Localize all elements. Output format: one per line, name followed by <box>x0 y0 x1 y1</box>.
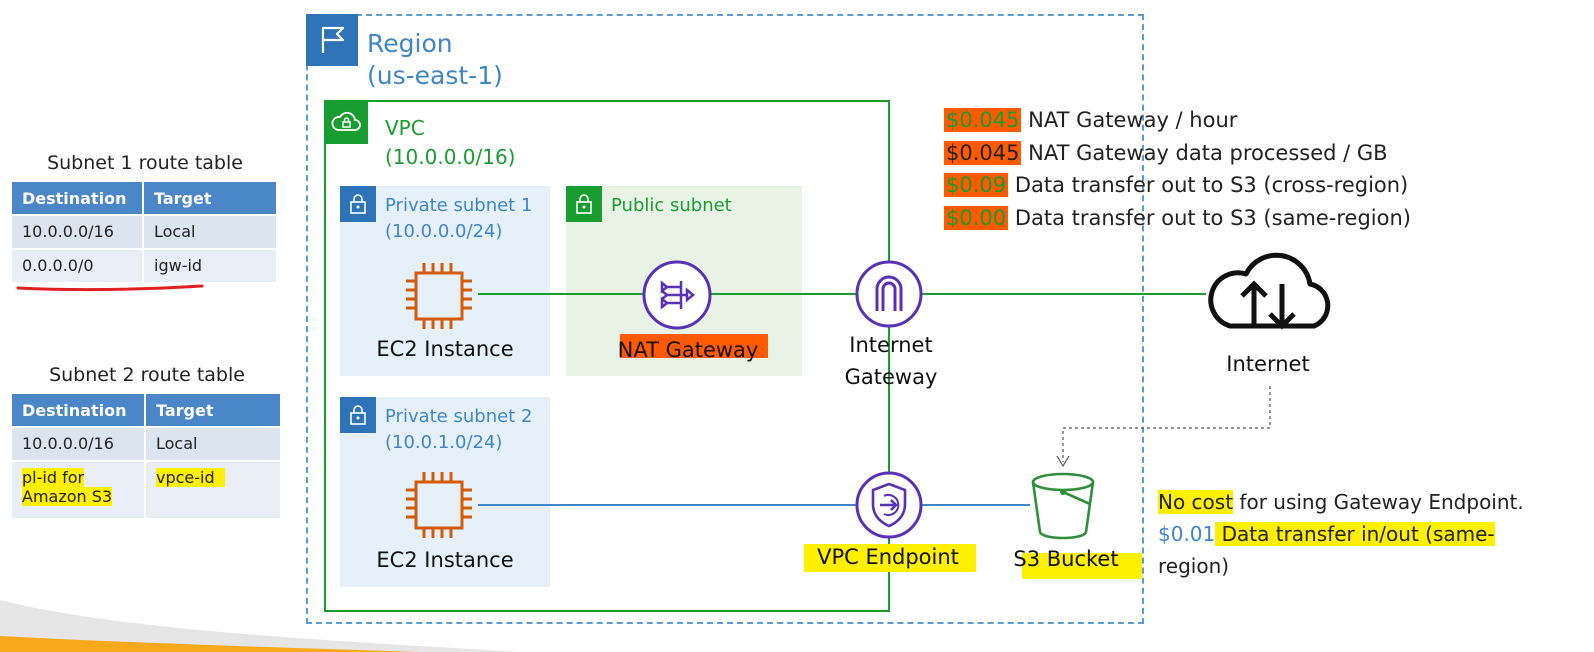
vpc-cloud-icon <box>324 100 368 144</box>
nat-gateway-icon <box>642 260 712 330</box>
ec2-chip-icon <box>406 472 472 538</box>
flag-icon <box>306 14 358 66</box>
region-boundary <box>306 14 1144 624</box>
cost-price: $0.045 <box>944 108 1022 132</box>
column-header: Target <box>144 182 276 214</box>
table-cell: igw-id <box>144 250 276 282</box>
red-underline <box>16 284 204 292</box>
table-cell: 0.0.0.0/0 <box>12 250 142 282</box>
nat-cost-list: $0.045 NAT Gateway / hour $0.045 NAT Gat… <box>944 104 1411 234</box>
table-row: pl-id for Amazon S3 vpce-id <box>12 462 280 518</box>
cost-label: Data transfer out to S3 (cross-region) <box>1014 173 1409 197</box>
column-header: Target <box>146 394 280 426</box>
column-header: Destination <box>12 182 142 214</box>
endpoint-note-text: Data transfer in/out (same- <box>1215 522 1495 546</box>
cost-price: $0.09 <box>944 173 1009 197</box>
internet-cloud-icon <box>1208 252 1331 330</box>
vpc-title: VPC <box>385 116 425 140</box>
internet-gateway-label: Internet Gateway <box>844 333 938 389</box>
private-subnet-1-label: Private subnet 1 (10.0.0.0/24) <box>385 193 532 245</box>
cost-price: $0.045 <box>944 140 1022 165</box>
s3-bucket-highlight <box>1022 553 1142 579</box>
lock-icon <box>340 397 376 433</box>
endpoint-cost-notes: No cost for using Gateway Endpoint. $0.0… <box>1158 486 1588 582</box>
vpc-cidr: (10.0.0.0/16) <box>385 145 516 169</box>
cost-price: $0.00 <box>944 205 1009 230</box>
private-subnet-2-title: Private subnet 2 <box>385 406 533 427</box>
cost-label: Data transfer out to S3 (same-region) <box>1014 205 1411 230</box>
table-cell: 10.0.0.0/16 <box>12 216 142 248</box>
column-header: Destination <box>12 394 144 426</box>
nat-gateway-label: NAT Gateway <box>617 338 759 362</box>
cost-line: $0.09 Data transfer out to S3 (cross-reg… <box>944 169 1411 202</box>
endpoint-note-line: No cost for using Gateway Endpoint. <box>1158 486 1588 518</box>
table-cell: Local <box>146 428 280 460</box>
private-subnet-2-cidr: (10.0.1.0/24) <box>385 432 503 453</box>
subnet1-route-table: Subnet 1 route table Destination Target … <box>12 152 278 284</box>
subnet2-route-table: Subnet 2 route table Destination Target … <box>12 364 282 520</box>
ec2-chip-icon <box>406 263 472 329</box>
vpc-endpoint-label: VPC Endpoint <box>817 545 959 569</box>
cost-line: $0.045 NAT Gateway / hour <box>944 104 1411 137</box>
cost-line: $0.00 Data transfer out to S3 (same-regi… <box>944 202 1411 235</box>
route-table: Destination Target 10.0.0.0/16 Local pl-… <box>10 392 282 520</box>
table-cell: 10.0.0.0/16 <box>12 428 144 460</box>
nat-gateway-highlight <box>620 334 768 358</box>
region-title: Region <box>367 29 453 58</box>
table-row: 10.0.0.0/16 Local <box>12 428 280 460</box>
endpoint-note-text: for using Gateway Endpoint. <box>1233 490 1524 514</box>
table-row: 0.0.0.0/0 igw-id <box>12 250 276 282</box>
endpoint-note-line: $0.01 Data transfer in/out (same- <box>1158 518 1588 550</box>
lock-icon <box>566 186 602 222</box>
s3-bucket-icon <box>1031 472 1095 540</box>
table-cell: Local <box>144 216 276 248</box>
region-label: Region (us-east-1) <box>367 28 503 92</box>
region-name: (us-east-1) <box>367 61 503 90</box>
endpoint-note-line: region) <box>1158 554 1230 578</box>
private-subnet-1-title: Private subnet 1 <box>385 195 533 216</box>
vpc-boundary <box>324 100 890 612</box>
cost-label: NAT Gateway / hour <box>1028 108 1238 132</box>
internet-gateway-icon <box>855 260 923 328</box>
internet-label: Internet <box>1226 352 1310 376</box>
ec2-instance-2-label: EC2 Instance <box>376 548 514 572</box>
decorative-swoosh <box>0 600 520 652</box>
no-cost-highlight: No cost <box>1158 490 1234 514</box>
endpoint-price: $0.01 <box>1158 522 1216 546</box>
ec2-instance-1-label: EC2 Instance <box>376 337 514 361</box>
table-cell: vpce-id <box>146 462 280 518</box>
route-table-title: Subnet 2 route table <box>49 364 245 386</box>
vpc-label: VPC (10.0.0.0/16) <box>385 114 516 172</box>
lock-icon <box>340 186 376 222</box>
s3-bucket-label: S3 Bucket <box>1013 547 1119 571</box>
private-subnet-1-cidr: (10.0.0.0/24) <box>385 221 503 242</box>
table-cell: pl-id for Amazon S3 <box>12 462 144 518</box>
route-table: Destination Target 10.0.0.0/16 Local 0.0… <box>10 180 278 284</box>
highlighted-target: vpce-id <box>156 468 225 487</box>
route-table-title: Subnet 1 route table <box>47 152 243 174</box>
public-subnet-title: Public subnet <box>611 195 732 216</box>
private-subnet-2-label: Private subnet 2 (10.0.1.0/24) <box>385 404 532 456</box>
cost-label: NAT Gateway data processed / GB <box>1028 140 1388 165</box>
cost-line: $0.045 NAT Gateway data processed / GB <box>944 137 1411 170</box>
table-row: 10.0.0.0/16 Local <box>12 216 276 248</box>
vpc-endpoint-icon <box>855 471 923 539</box>
vpc-endpoint-highlight <box>804 544 976 572</box>
